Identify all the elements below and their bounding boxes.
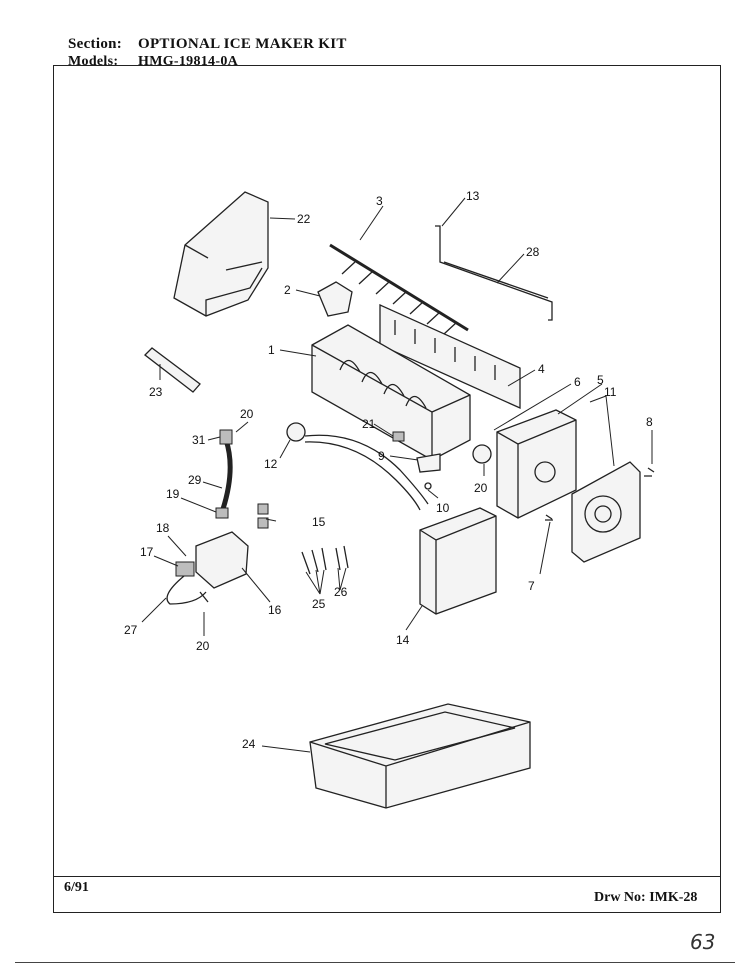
callout-26: 25 xyxy=(312,597,326,611)
section-label: Section: xyxy=(68,36,123,52)
callout-4: 4 xyxy=(538,362,545,376)
part-ice-mold xyxy=(311,324,471,461)
part-9 xyxy=(416,453,441,473)
callout-7: 7 xyxy=(528,579,535,593)
part-strip xyxy=(144,347,201,393)
callout-13: 13 xyxy=(466,189,480,203)
part-plate xyxy=(571,461,641,563)
part-22 xyxy=(392,431,405,442)
callout-29: 28 xyxy=(526,245,540,259)
drawing-frame xyxy=(53,65,721,913)
callout-24: 23 xyxy=(149,385,163,399)
callout-12: 12 xyxy=(264,457,278,471)
callout-5: 5 xyxy=(597,373,604,387)
callout-30: 29 xyxy=(188,473,202,487)
part-ice-bin xyxy=(309,703,531,809)
callout-labels: 22 3 13 28 2 1 4 23 6 5 11 8 20 21 31 9 … xyxy=(124,189,653,751)
part-8 xyxy=(644,467,655,477)
callout-20-bottom: 20 xyxy=(196,639,210,653)
section-value: OPTIONAL ICE MAKER KIT xyxy=(138,36,347,52)
part-fittings xyxy=(257,503,269,529)
callout-31: 31 xyxy=(192,433,206,447)
callout-27: 26 xyxy=(334,585,348,599)
callout-25: 24 xyxy=(242,737,256,751)
callout-19: 19 xyxy=(166,487,180,501)
callout-28: 27 xyxy=(124,623,138,637)
footer-drawing-number: Drw No: IMK-28 xyxy=(594,890,698,905)
part-switch xyxy=(317,281,353,317)
part-water-valve xyxy=(166,531,249,605)
callout-18: 18 xyxy=(156,521,170,535)
callout-21: 20 xyxy=(474,481,488,495)
callout-17: 17 xyxy=(140,545,154,559)
callout-20-top: 20 xyxy=(240,407,254,421)
part-housing xyxy=(496,409,577,519)
page-number: 63 xyxy=(690,930,716,954)
callout-9: 9 xyxy=(378,449,385,463)
part-ejector xyxy=(329,243,469,335)
callout-23: 22 xyxy=(297,212,311,226)
part-fill-tube xyxy=(215,429,233,519)
callout-10: 10 xyxy=(436,501,450,515)
callout-8: 8 xyxy=(646,415,653,429)
part-chute xyxy=(173,191,269,317)
part-21 xyxy=(472,444,492,464)
callout-6: 6 xyxy=(574,375,581,389)
callout-3: 3 xyxy=(376,194,383,208)
part-harness xyxy=(286,422,429,511)
callout-15: 15 xyxy=(312,515,326,529)
callout-1: 1 xyxy=(268,343,275,357)
part-stripper xyxy=(379,303,521,410)
callout-14: 14 xyxy=(396,633,410,647)
callout-2: 2 xyxy=(284,283,291,297)
part-7 xyxy=(545,514,553,521)
leader-lines xyxy=(141,197,653,753)
callout-22: 21 xyxy=(362,417,376,431)
page-bottom-rule xyxy=(15,962,735,963)
part-screws xyxy=(301,545,349,575)
callout-16: 16 xyxy=(268,603,282,617)
footer-divider xyxy=(53,876,721,877)
callout-11: 11 xyxy=(604,385,617,399)
part-10 xyxy=(424,482,432,490)
footer-date: 6/91 xyxy=(64,880,89,895)
part-foam-block xyxy=(419,507,497,615)
part-bracket xyxy=(435,225,553,321)
